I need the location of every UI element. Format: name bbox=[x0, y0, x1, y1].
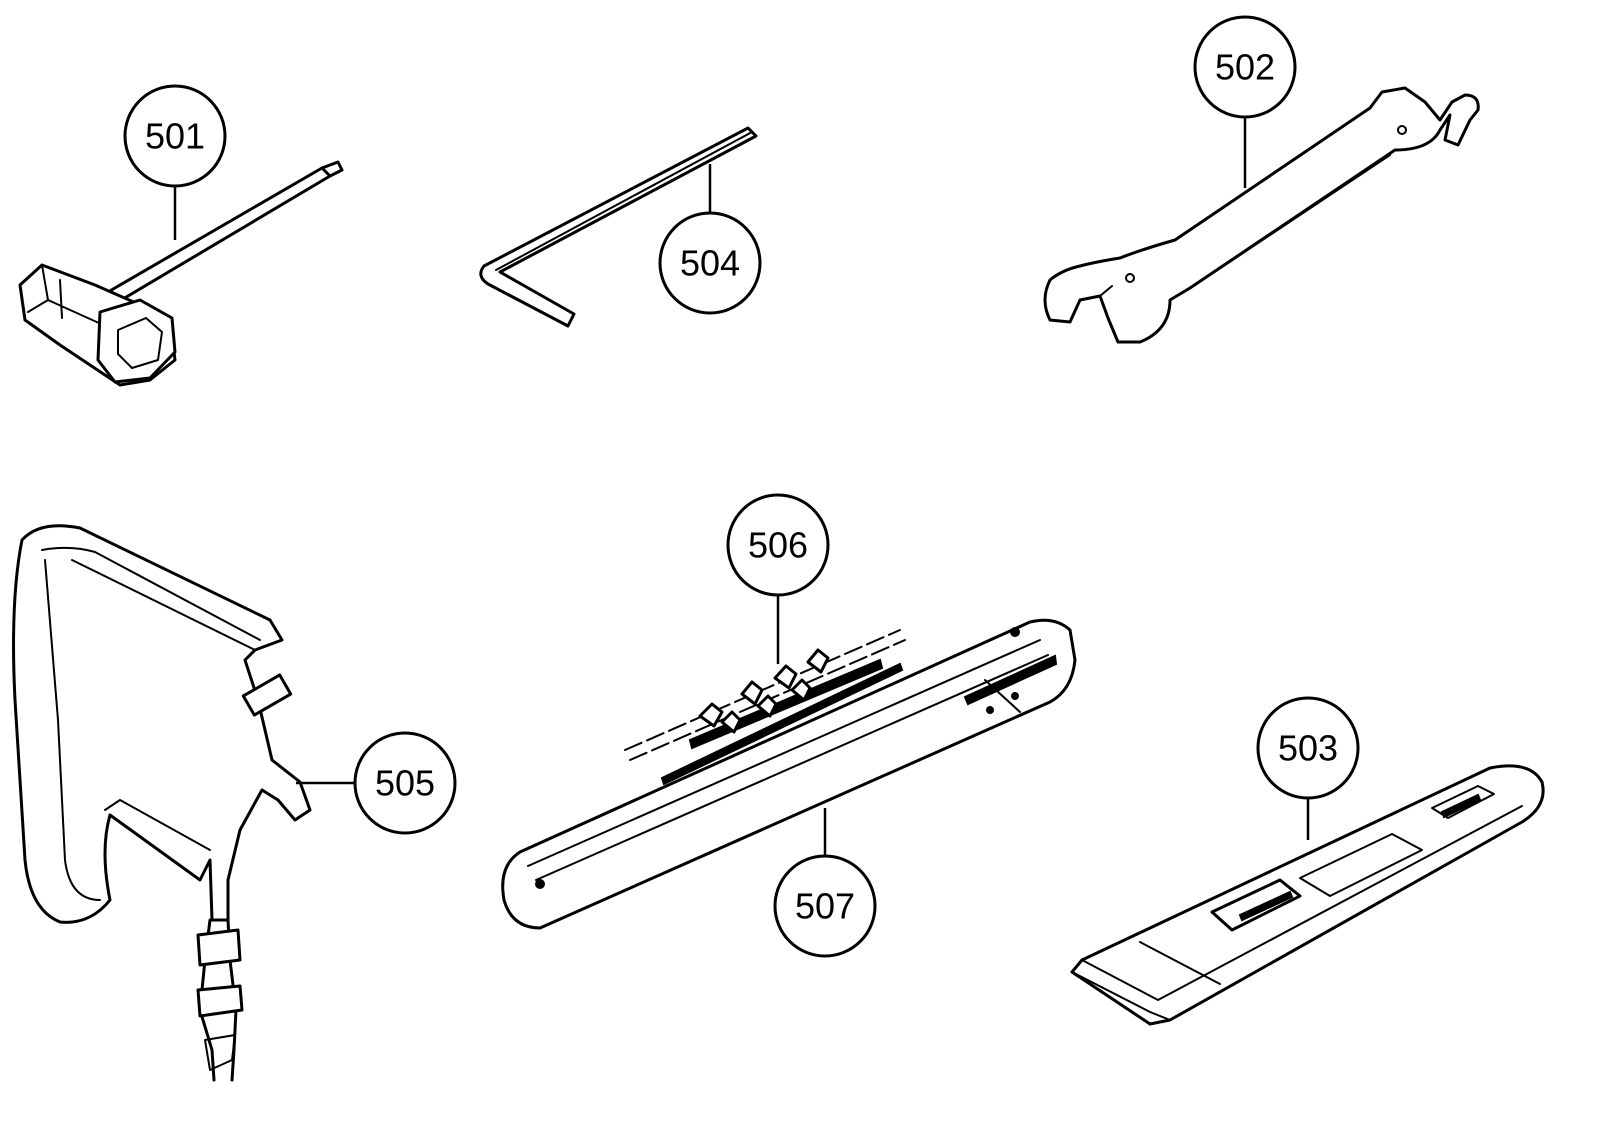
hex-key-icon bbox=[479, 126, 758, 328]
open-end-wrench-icon bbox=[1043, 86, 1480, 344]
callout-label-506: 506 bbox=[748, 525, 808, 566]
callout-502: 502 bbox=[1193, 15, 1297, 119]
callout-505: 505 bbox=[353, 731, 457, 835]
spark-plug-wrench-icon bbox=[18, 160, 344, 387]
shoulder-harness-icon bbox=[12, 524, 312, 1082]
cutter-teeth bbox=[698, 648, 830, 734]
callout-label-505: 505 bbox=[375, 763, 435, 804]
callout-label-507: 507 bbox=[795, 886, 855, 927]
callout-506: 506 bbox=[726, 493, 830, 597]
guide-bar-icon bbox=[501, 618, 1077, 930]
callout-501: 501 bbox=[123, 84, 227, 188]
callout-label-503: 503 bbox=[1278, 728, 1338, 769]
callout-504: 504 bbox=[658, 211, 762, 315]
callout-label-502: 502 bbox=[1215, 47, 1275, 88]
guide-bar-cover-icon bbox=[1070, 764, 1545, 1026]
callout-label-501: 501 bbox=[145, 116, 205, 157]
saw-chain-icon bbox=[624, 629, 906, 786]
callout-507: 507 bbox=[773, 854, 877, 958]
callout-label-504: 504 bbox=[680, 243, 740, 284]
callout-503: 503 bbox=[1256, 696, 1360, 800]
